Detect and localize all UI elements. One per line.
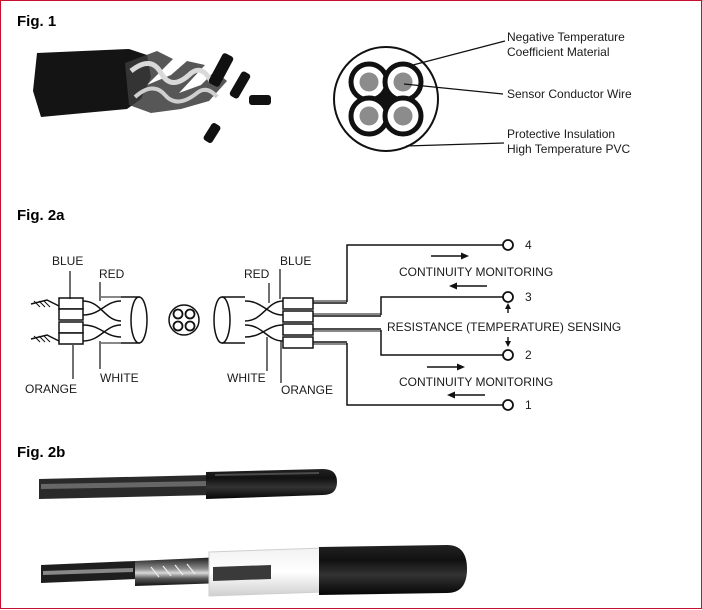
fig2a-left-leaders — [69, 271, 101, 379]
label-ntc-line1: Negative Temperature — [507, 30, 625, 44]
fig2a-flow-arrows — [427, 252, 511, 399]
label-conductor-wire: Sensor Conductor Wire — [507, 87, 632, 101]
terminal-2[interactable] — [502, 349, 514, 361]
annotation-resistance-sensing: RESISTANCE (TEMPERATURE) SENSING — [387, 320, 621, 334]
terminal-label-4: 4 — [525, 238, 532, 252]
right-wire-red: RED — [244, 267, 270, 281]
left-wire-orange: ORANGE — [25, 382, 77, 396]
left-wire-red: RED — [99, 267, 125, 281]
label-insulation-line2: High Temperature PVC — [507, 142, 631, 156]
left-wire-white: WHITE — [100, 371, 139, 385]
fig2a-left-cable — [30, 296, 148, 345]
fig2a-title: Fig. 2a — [17, 207, 65, 224]
fig2b-title: Fig. 2b — [17, 444, 66, 461]
label-ntc-line2: Coefficient Material — [507, 45, 610, 59]
fig2a-right-leaders — [266, 269, 282, 383]
left-wire-blue: BLUE — [52, 254, 83, 268]
label-insulation-line1: Protective Insulation — [507, 127, 615, 141]
fig2b-sensor-photo-2 — [41, 545, 467, 597]
fig2b-sensor-photo-1 — [39, 469, 337, 499]
fig1-title: Fig. 1 — [17, 13, 57, 30]
terminal-label-2: 2 — [525, 348, 532, 362]
right-wire-orange: ORANGE — [281, 383, 333, 397]
fig2a-right-cable — [213, 296, 381, 349]
fig2a-cable-end-view — [168, 304, 200, 336]
annotation-continuity-bottom: CONTINUITY MONITORING — [399, 375, 553, 389]
terminal-3[interactable] — [502, 291, 514, 303]
fig2a-terminal-wiring — [346, 244, 503, 406]
fig1-cross-section — [333, 40, 506, 152]
terminal-1[interactable] — [502, 399, 514, 411]
terminal-label-3: 3 — [525, 290, 532, 304]
terminal-label-1: 1 — [525, 398, 532, 412]
fig1-cable-photo — [33, 49, 271, 143]
right-wire-white: WHITE — [227, 371, 266, 385]
right-wire-blue: BLUE — [280, 254, 311, 268]
terminal-4[interactable] — [502, 239, 514, 251]
annotation-continuity-top: CONTINUITY MONITORING — [399, 265, 553, 279]
